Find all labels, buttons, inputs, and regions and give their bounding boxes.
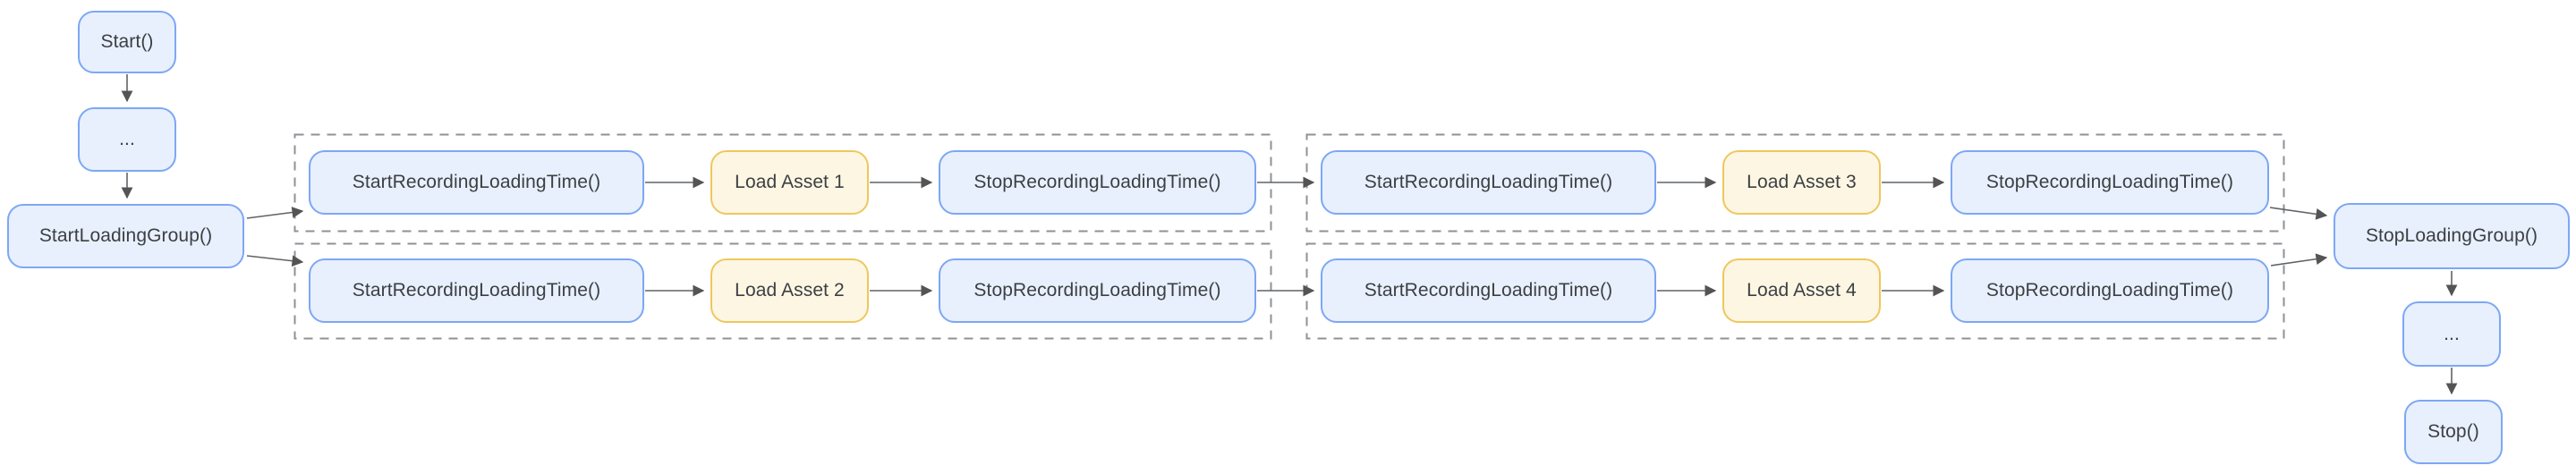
node-rec2-stop-label: StopRecordingLoadingTime() <box>973 280 1221 300</box>
node-rec4-stop: StopRecordingLoadingTime() <box>1951 258 2269 323</box>
node-rec2-start-label: StartRecordingLoadingTime() <box>352 280 601 300</box>
node-start-loading-group: StartLoadingGroup() <box>7 204 244 268</box>
node-rec1-stop: StopRecordingLoadingTime() <box>939 150 1256 215</box>
node-load-asset-1-label: Load Asset 1 <box>735 172 845 192</box>
node-load-asset-1: Load Asset 1 <box>710 150 869 215</box>
node-stop-loading-group: StopLoadingGroup() <box>2334 203 2570 269</box>
node-rec1-start: StartRecordingLoadingTime() <box>309 150 644 215</box>
node-load-asset-4-label: Load Asset 4 <box>1747 280 1857 300</box>
node-load-asset-4: Load Asset 4 <box>1722 258 1881 323</box>
node-stop: Stop() <box>2404 400 2503 464</box>
node-rec2-stop: StopRecordingLoadingTime() <box>939 258 1256 323</box>
arrow-rec3stop-to-stoploadinggroup <box>2269 207 2328 220</box>
arrow-startloadinggroup-to-row1 <box>246 207 304 219</box>
node-ellipsis-top-label: ... <box>119 129 135 149</box>
node-load-asset-3-label: Load Asset 3 <box>1747 172 1857 192</box>
node-start-label: Start() <box>100 31 154 52</box>
node-load-asset-3: Load Asset 3 <box>1722 150 1881 215</box>
node-start: Start() <box>78 11 176 73</box>
node-stop-label: Stop() <box>2427 421 2479 442</box>
node-rec3-start-label: StartRecordingLoadingTime() <box>1364 172 1613 192</box>
arrow-startloadinggroup-to-row2 <box>246 255 304 267</box>
node-rec2-start: StartRecordingLoadingTime() <box>309 258 644 323</box>
node-rec3-start: StartRecordingLoadingTime() <box>1321 150 1656 215</box>
node-ellipsis-bottom-label: ... <box>2444 323 2460 344</box>
node-start-loading-group-label: StartLoadingGroup() <box>38 225 213 246</box>
node-ellipsis-bottom: ... <box>2402 301 2501 367</box>
node-ellipsis-top: ... <box>78 107 176 172</box>
node-rec3-stop-label: StopRecordingLoadingTime() <box>1985 172 2234 192</box>
node-rec1-stop-label: StopRecordingLoadingTime() <box>973 172 1221 192</box>
node-rec4-start-label: StartRecordingLoadingTime() <box>1364 280 1613 300</box>
node-rec1-start-label: StartRecordingLoadingTime() <box>352 172 601 192</box>
dashed-group-left-top <box>293 133 1272 233</box>
node-stop-loading-group-label: StopLoadingGroup() <box>2365 225 2538 246</box>
arrow-rec4stop-to-stoploadinggroup <box>2270 253 2328 267</box>
node-load-asset-2: Load Asset 2 <box>710 258 869 323</box>
node-load-asset-2-label: Load Asset 2 <box>735 280 845 300</box>
node-rec4-stop-label: StopRecordingLoadingTime() <box>1985 280 2234 300</box>
node-rec3-stop: StopRecordingLoadingTime() <box>1951 150 2269 215</box>
node-rec4-start: StartRecordingLoadingTime() <box>1321 258 1656 323</box>
